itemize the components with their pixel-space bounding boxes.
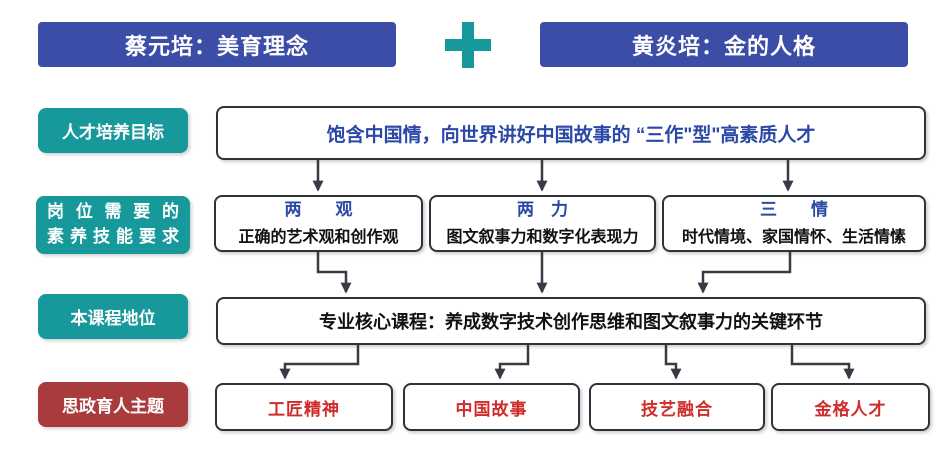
theme-box-craftsman-spirit-text: 工匠精神 <box>268 399 340 419</box>
banner-huangyanpei: 黄炎培：金的人格 <box>540 22 908 67</box>
side-label-ideology-theme-text: 思政育人主题 <box>62 397 164 416</box>
core-course-box: 专业核心课程：养成数字技术创作思维和图文叙事力的关键环节 <box>216 297 926 345</box>
skill-box-two-views-subtitle: 正确的艺术观和创作观 <box>238 229 399 247</box>
arrow-feelings-to-core <box>697 252 792 294</box>
side-label-skills: 岗位需要的 素养技能要求 <box>36 196 190 254</box>
arrow-core-to-craftsman <box>279 345 360 380</box>
arrow-core-to-chinastory <box>494 345 530 380</box>
banner-caiyuanpei: 蔡元培：美育理念 <box>38 22 396 67</box>
goal-box-text: 饱含中国情，向世界讲好中国故事的 “三作"型"高素质人才 <box>326 124 816 146</box>
side-label-skills-line2: 素养技能要求 <box>47 227 179 246</box>
skill-box-two-abilities: 两 力 图文叙事力和数字化表现力 <box>429 195 656 252</box>
side-label-course-position: 本课程地位 <box>38 294 188 339</box>
arrow-core-to-fusion <box>664 345 682 380</box>
theme-box-golden-character-text: 金格人才 <box>814 399 887 419</box>
plus-icon-horizontal-bar <box>445 39 491 51</box>
side-label-ideology-theme: 思政育人主题 <box>38 382 188 427</box>
plus-icon <box>445 22 491 68</box>
theme-box-china-story-text: 中国故事 <box>455 399 528 419</box>
skill-box-two-abilities-title: 两 力 <box>517 199 568 219</box>
side-label-talent-goal: 人才培养目标 <box>38 108 188 153</box>
skill-box-three-feelings: 三 情 时代情境、家国情怀、生活情愫 <box>662 195 926 252</box>
theme-box-craftsman-spirit: 工匠精神 <box>215 383 393 431</box>
theme-box-golden-character: 金格人才 <box>771 383 930 431</box>
theme-box-skill-art-fusion: 技艺融合 <box>589 383 765 431</box>
side-label-talent-goal-text: 人才培养目标 <box>62 123 164 142</box>
arrow-core-to-golden <box>790 345 855 380</box>
side-label-skills-line1: 岗位需要的 <box>47 202 179 222</box>
skill-box-two-views-title: 两 观 <box>284 199 353 219</box>
goal-box: 饱含中国情，向世界讲好中国故事的 “三作"型"高素质人才 <box>216 106 926 160</box>
skill-box-three-feelings-subtitle: 时代情境、家国情怀、生活情愫 <box>681 229 906 247</box>
theme-box-china-story: 中国故事 <box>403 383 580 431</box>
skill-box-three-feelings-title: 三 情 <box>760 199 828 219</box>
core-course-box-text: 专业核心课程：养成数字技术创作思维和图文叙事力的关键环节 <box>319 312 823 332</box>
skill-box-two-views: 两 观 正确的艺术观和创作观 <box>214 195 423 252</box>
skill-box-two-abilities-subtitle: 图文叙事力和数字化表现力 <box>446 229 639 247</box>
arrow-views-to-core <box>316 252 352 294</box>
side-label-course-position-text: 本课程地位 <box>70 309 156 328</box>
theme-box-skill-art-fusion-text: 技艺融合 <box>641 399 713 419</box>
